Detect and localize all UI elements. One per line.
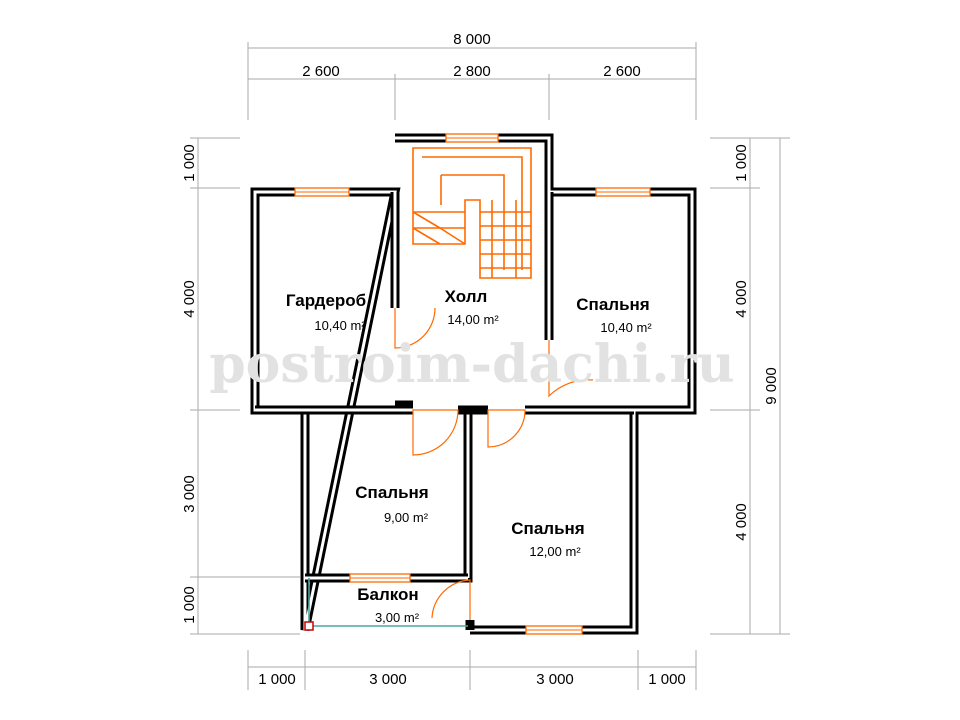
room-spalnya-se-area: 12,00 m² (529, 544, 581, 559)
room-spalnya-ne-name: Спальня (576, 295, 649, 314)
dim-right-2: 4 000 (733, 280, 750, 318)
dim-top-2: 2 800 (453, 63, 491, 80)
doors (394, 307, 594, 620)
dim-left-3: 3 000 (181, 475, 198, 513)
dim-top-3: 2 600 (603, 63, 641, 80)
room-labels: Гардероб 10,40 m² Холл 14,00 m² Спальня … (286, 287, 652, 625)
dim-right-3: 4 000 (733, 503, 750, 541)
room-spalnya-sw-area: 9,00 m² (384, 510, 429, 525)
dimension-labels: 8 000 2 600 2 800 2 600 1 000 3 000 3 00… (181, 31, 780, 688)
dim-bottom-3: 3 000 (536, 671, 574, 688)
staircase (412, 147, 532, 279)
room-holl-name: Холл (445, 287, 488, 306)
room-balkon-name: Балкон (357, 585, 418, 604)
room-spalnya-se-name: Спальня (511, 519, 584, 538)
dim-bottom-4: 1 000 (648, 671, 686, 688)
dim-bottom-2: 3 000 (369, 671, 407, 688)
room-spalnya-ne-area: 10,40 m² (600, 320, 652, 335)
windows (294, 133, 651, 635)
dim-right-total: 9 000 (763, 367, 780, 405)
door-spalnya-se (487, 409, 526, 448)
door-garderob (394, 307, 436, 349)
dim-top-1: 2 600 (302, 63, 340, 80)
room-balkon-area: 3,00 m² (375, 610, 420, 625)
room-spalnya-sw-name: Спальня (355, 483, 428, 502)
dim-top-total: 8 000 (453, 31, 491, 48)
dim-left-2: 4 000 (181, 280, 198, 318)
balcony-railing (304, 578, 468, 631)
room-garderob-name: Гардероб (286, 291, 366, 310)
dim-right-1: 1 000 (733, 144, 750, 182)
dim-bottom-1: 1 000 (258, 671, 296, 688)
watermark: postroim-dachi.ru (209, 334, 734, 395)
room-holl-area: 14,00 m² (447, 312, 499, 327)
door-spalnya-sw (412, 409, 459, 456)
dim-left-4: 1 000 (181, 586, 198, 624)
dimension-lines (190, 42, 790, 690)
door-spalnya-ne (548, 340, 594, 398)
door-balkon (431, 579, 471, 620)
room-garderob-area: 10,40 m² (314, 318, 366, 333)
dim-left-1: 1 000 (181, 144, 198, 182)
